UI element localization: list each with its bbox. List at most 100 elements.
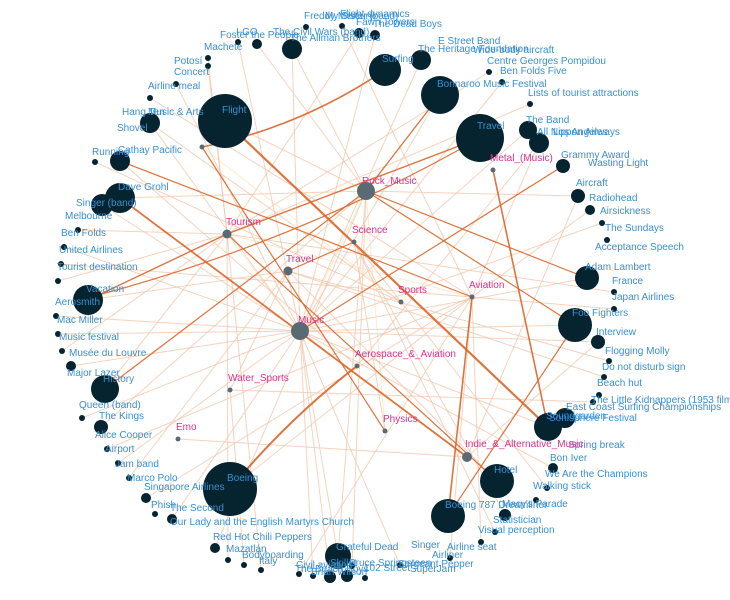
entity-node-surfing[interactable] (369, 54, 401, 86)
entity-node-the-kings[interactable] (94, 420, 108, 434)
entity-node-airliner[interactable] (447, 555, 453, 561)
entity-node-boeing-787-dreamliner[interactable] (431, 499, 465, 533)
entity-node-music-arts[interactable] (140, 113, 160, 133)
entity-node-the-allman-brothers[interactable] (282, 39, 302, 59)
category-node-sports-small[interactable] (199, 144, 205, 150)
entity-node-the-beach-boys[interactable] (324, 571, 336, 583)
entity-node-bruce-springsteen[interactable] (349, 563, 355, 569)
entity-node-singapore-airlines[interactable] (141, 493, 151, 503)
category-node-music[interactable] (291, 322, 309, 340)
entity-node-acceptance-speech[interactable] (604, 237, 610, 243)
entity-node-mazatl-n[interactable] (225, 557, 231, 563)
entity-node-cathay-pacific[interactable] (110, 151, 130, 171)
entity-node-queen-band[interactable] (79, 415, 85, 421)
entity-node-potos[interactable] (205, 63, 211, 69)
entity-node-japan-airlines[interactable] (611, 306, 617, 312)
entity-node-grateful-dead[interactable] (325, 543, 351, 569)
category-node-circle[interactable] (357, 182, 375, 200)
entity-node-travel[interactable] (456, 114, 504, 162)
entity-node-bodyboarding[interactable] (241, 562, 247, 568)
entity-node-mac-miller[interactable] (53, 313, 59, 319)
entity-node-grammy-award[interactable] (556, 159, 570, 173)
entity-node-the-little-kidnappers-1953-film[interactable] (596, 392, 602, 398)
entity-node-the-sundays[interactable] (599, 220, 605, 226)
entity-node-macy-s-parade[interactable] (533, 497, 539, 503)
entity-node-interview[interactable] (591, 335, 605, 349)
entity-node-flight[interactable] (198, 94, 252, 148)
entity-node-music-festival[interactable] (55, 331, 61, 337)
entity-node-melbourne[interactable] (75, 227, 81, 233)
entity-node-marco-polo[interactable] (126, 475, 132, 481)
entity-node-italy[interactable] (258, 567, 264, 573)
entity-node-skillet[interactable] (341, 570, 353, 582)
entity-node-airsickness[interactable] (585, 205, 595, 215)
entity-node-beach-hut[interactable] (601, 374, 607, 380)
entity-node-boeing[interactable] (203, 462, 257, 516)
entity-node-airline-meal[interactable] (147, 95, 153, 101)
entity-node-the-heritage-foundation[interactable] (411, 50, 431, 70)
category-node-circle[interactable] (222, 229, 232, 239)
entity-node-running[interactable] (92, 159, 98, 165)
entity-node-sergeant-pepper[interactable] (397, 562, 403, 568)
entity-node-concert[interactable] (173, 81, 179, 87)
category-node-circle[interactable] (227, 387, 233, 393)
entity-node-soundgarden[interactable] (534, 413, 562, 441)
category-node-indie-alternative-music[interactable] (462, 452, 472, 462)
entity-node-vacation[interactable] (73, 285, 103, 315)
entity-node-red-hot-chili-peppers[interactable] (210, 543, 220, 553)
entity-node-brian-wilson[interactable] (310, 573, 316, 579)
entity-node-lists-of-tourist-attractions[interactable] (527, 101, 533, 107)
entity-node-the-band[interactable] (519, 121, 537, 139)
entity-node-airport[interactable] (104, 446, 110, 452)
category-node-aerospace-aviation[interactable] (354, 363, 360, 369)
category-node-sports[interactable] (398, 299, 404, 305)
category-node-physics[interactable] (382, 428, 388, 434)
entity-node-sonisphere-festival[interactable] (555, 408, 575, 428)
entity-node-hotel[interactable] (480, 464, 514, 498)
entity-node-ben-folds-five[interactable] (499, 79, 505, 85)
category-node-circle[interactable] (351, 239, 357, 245)
category-node-rock-music[interactable] (357, 182, 375, 200)
entity-node-visual-perception[interactable] (492, 529, 498, 535)
category-node-emo[interactable] (175, 436, 181, 442)
category-node-circle[interactable] (283, 266, 293, 276)
category-node-aviation[interactable] (469, 294, 475, 300)
entity-node-walking-stick[interactable] (544, 485, 550, 491)
entity-node-adam-lambert[interactable] (575, 266, 599, 290)
entity-node-102-street[interactable] (362, 575, 368, 581)
entity-node-radiohead[interactable] (571, 189, 585, 203)
entity-node-ben-folds[interactable] (61, 244, 67, 250)
entity-node-all-nippon-airways[interactable] (529, 133, 549, 153)
entity-node-singer-band[interactable] (91, 194, 113, 216)
entity-node-foo-fighters[interactable] (558, 308, 592, 342)
category-node-circle[interactable] (199, 144, 205, 150)
category-node-circle[interactable] (469, 294, 475, 300)
category-node-circle[interactable] (462, 452, 472, 462)
category-node-travel[interactable] (283, 266, 293, 276)
entity-node-foster-the-people[interactable] (235, 39, 241, 45)
entity-node-phish[interactable] (167, 514, 177, 524)
entity-node-flight-dynamics[interactable] (339, 23, 345, 29)
entity-node-major-lazer[interactable] (66, 361, 76, 371)
entity-node-mus-e-du-louvre[interactable] (59, 348, 65, 354)
entity-node-airline-seat[interactable] (478, 539, 484, 545)
entity-node-civil-aviation[interactable] (296, 571, 302, 577)
entity-node-statistician[interactable] (499, 509, 511, 521)
entity-node-jam-band[interactable] (115, 460, 121, 466)
entity-node-machete[interactable] (205, 55, 211, 61)
entity-node-fawn-towers[interactable] (354, 28, 364, 38)
category-node-circle[interactable] (398, 299, 404, 305)
entity-node-i-go[interactable] (252, 39, 262, 49)
entity-node-freddy-mercury[interactable] (303, 24, 309, 30)
entity-node-east-coast-surfing-championships[interactable] (590, 399, 596, 405)
entity-node-united-airlines[interactable] (58, 261, 64, 267)
category-node-tourism[interactable] (222, 229, 232, 239)
entity-node-france[interactable] (611, 289, 617, 295)
entity-node-history[interactable] (91, 375, 119, 403)
entity-node-the-dead-boys[interactable] (370, 30, 380, 40)
category-node-circle[interactable] (291, 322, 309, 340)
category-node-metal-music[interactable] (490, 167, 496, 173)
category-node-circle[interactable] (175, 436, 181, 442)
category-node-water-sports[interactable] (227, 387, 233, 393)
